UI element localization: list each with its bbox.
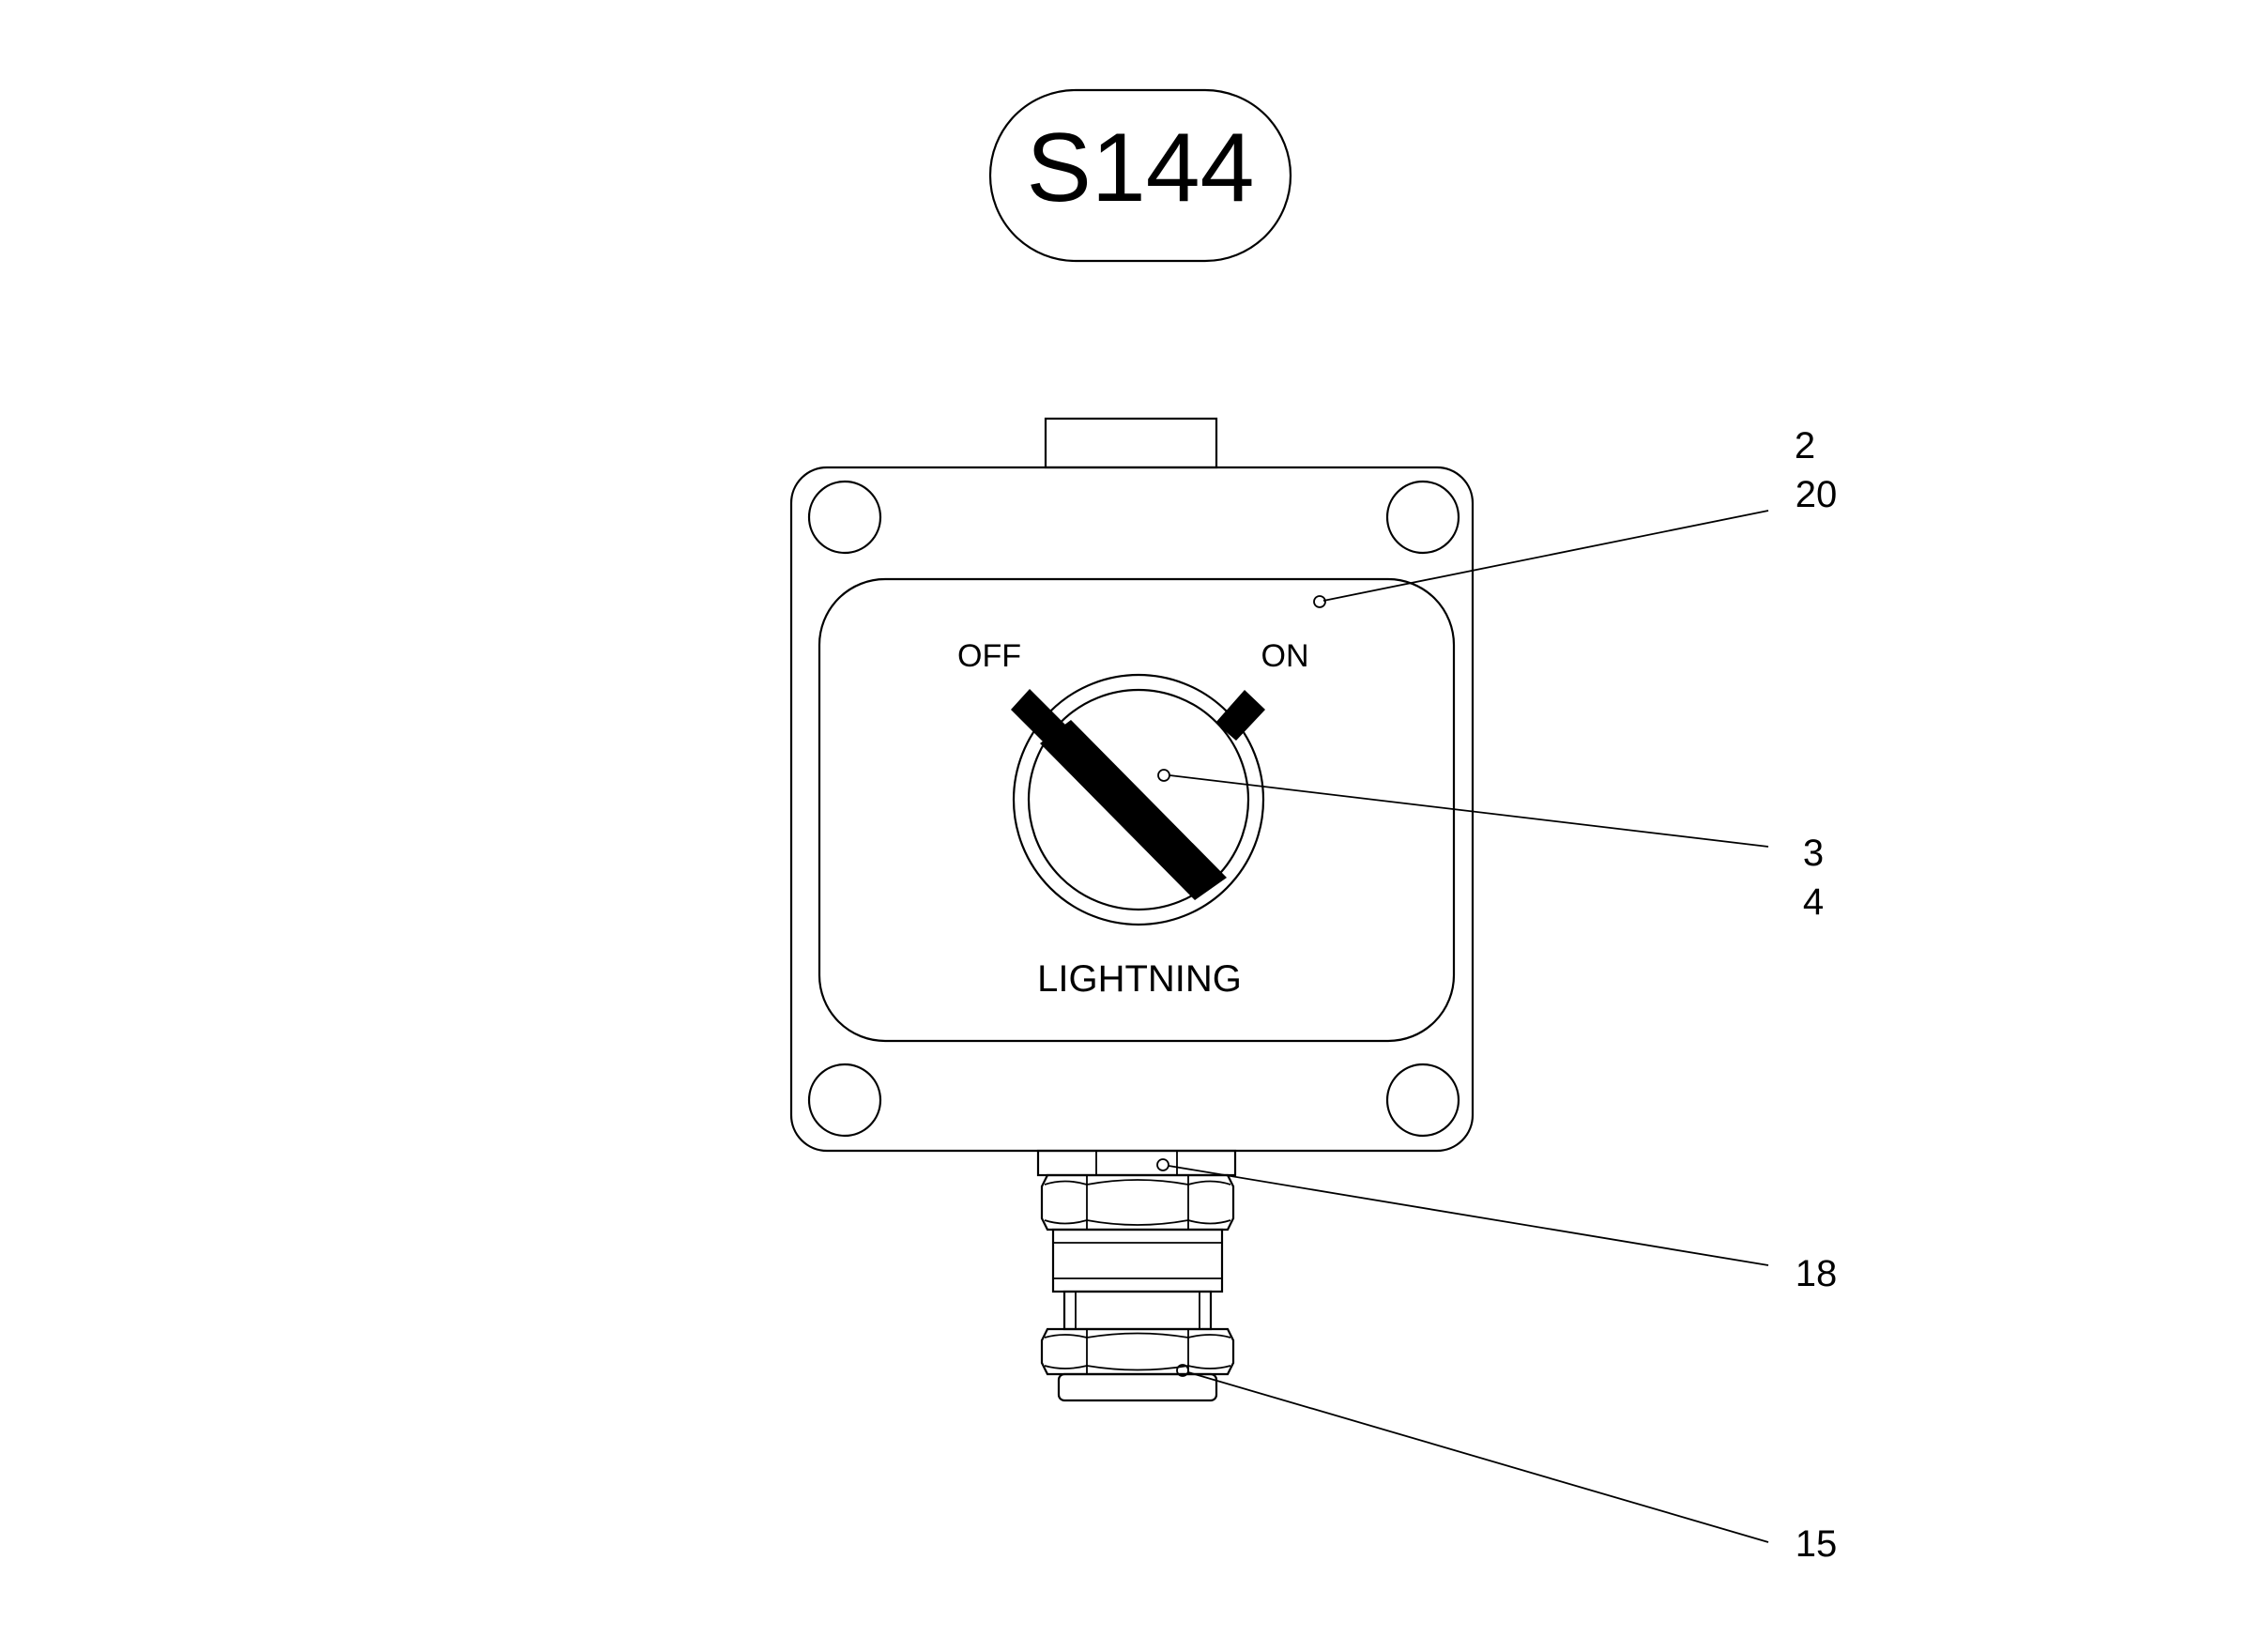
gland-body [1051,1228,1224,1293]
mounting-holes [807,480,1460,1138]
gland-thread [1062,1290,1213,1331]
leader-lower-right [1156,1158,1769,1266]
mounting-hole-bottom-left [807,1063,882,1138]
gland-cable-end [1057,1372,1218,1402]
on-label: ON [1261,638,1309,674]
callout-15: 15 [1796,1523,1838,1565]
knob-pointer-bar [1040,720,1227,900]
gland-upper-hex-nut [1040,1173,1235,1231]
enclosure-top-boss [1044,417,1218,469]
mounting-hole-top-left [807,480,882,555]
callout-20: 20 [1796,474,1838,515]
leader-bottom-right [1176,1364,1769,1543]
cable-gland [1036,1149,1237,1402]
knob-outer-ring [1012,673,1265,926]
leader-top-right [1313,510,1769,608]
callout-18: 18 [1796,1253,1838,1294]
leader-lines [1156,510,1769,1543]
off-label: OFF [957,638,1021,674]
callout-3: 3 [1803,833,1824,874]
gland-lower-hex-nut [1040,1327,1235,1376]
on-position-mark [1215,690,1265,741]
knob-inner-ring [1027,688,1250,911]
callout-4: 4 [1803,881,1824,923]
mounting-hole-top-right [1385,480,1460,555]
leader-middle-right [1157,769,1769,848]
panel-name-label: LIGHTNING [1037,958,1242,1000]
rotary-switch-knob [1012,673,1265,926]
title-badge: S144 [988,88,1292,263]
badge-label: S144 [1027,114,1255,222]
callout-2: 2 [1795,425,1815,467]
mounting-hole-bottom-right [1385,1063,1460,1138]
callout-numbers: 2 20 3 4 18 15 [1795,425,1837,1565]
